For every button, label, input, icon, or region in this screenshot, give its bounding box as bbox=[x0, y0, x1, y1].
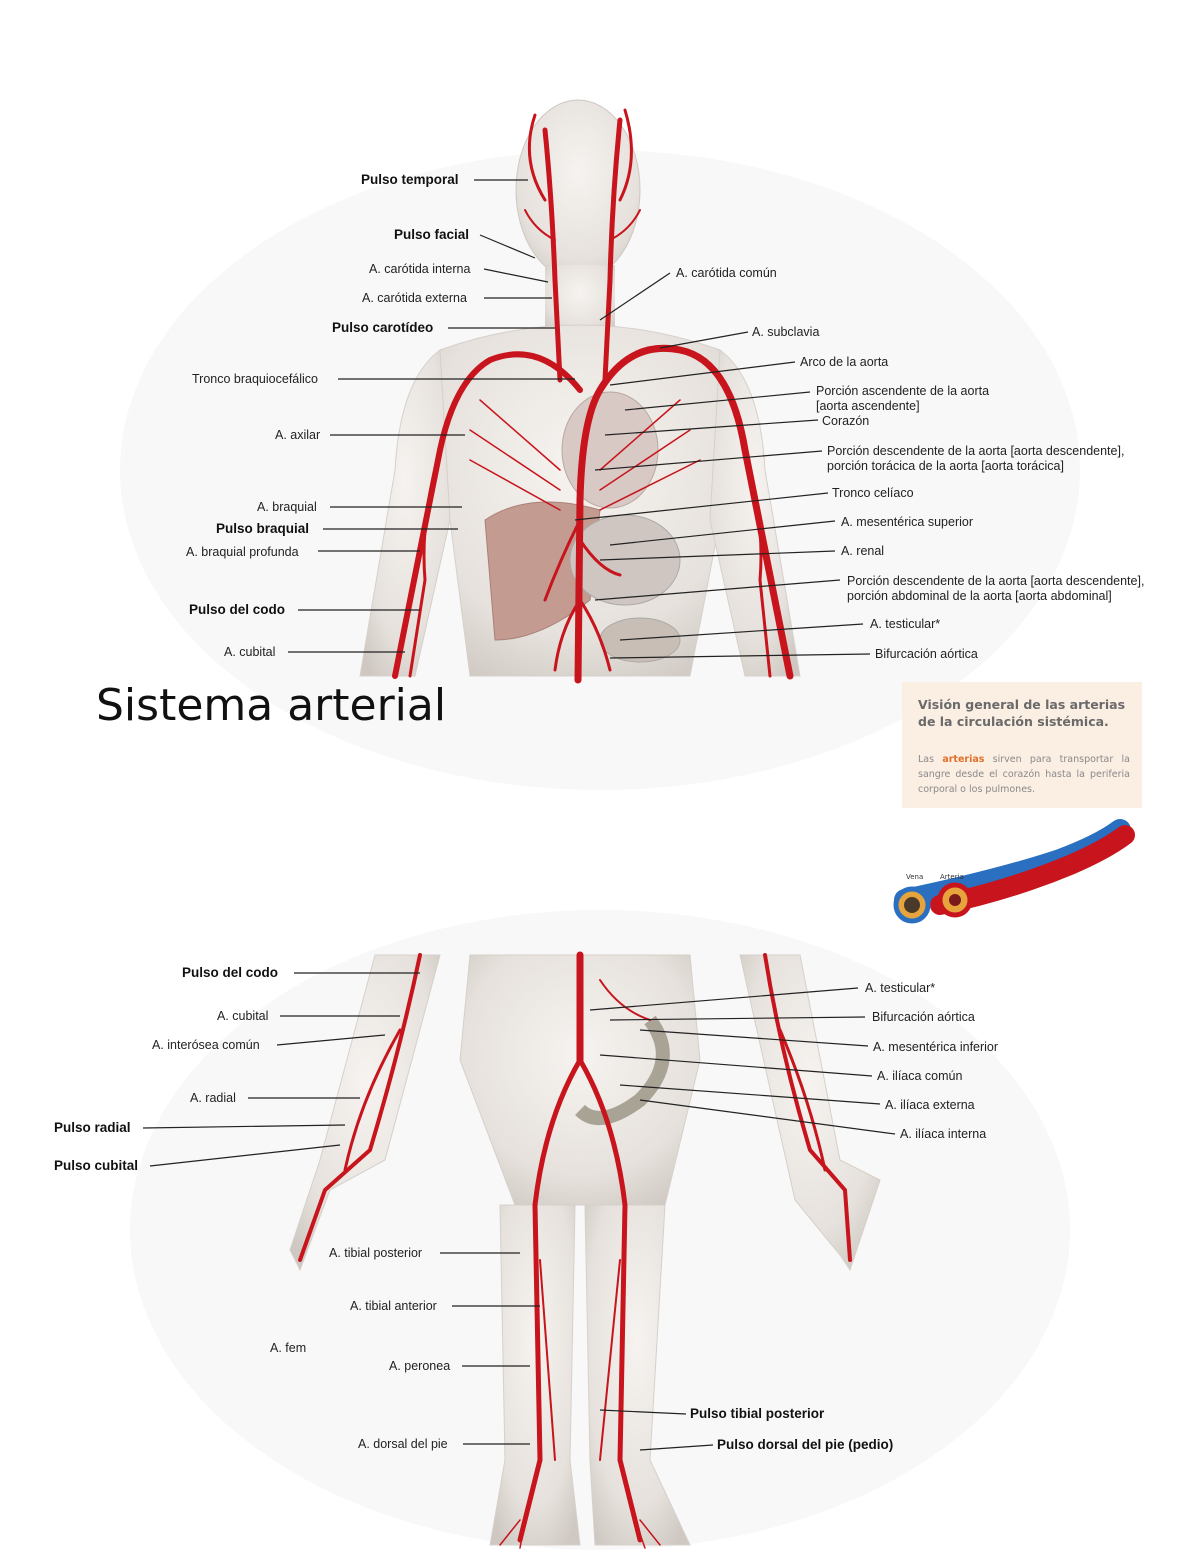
label-interosea-comun: A. interósea común bbox=[152, 1038, 260, 1052]
label-arco-aorta: Arco de la aorta bbox=[800, 355, 889, 369]
label-porcion-ascendente-2: [aorta ascendente] bbox=[816, 399, 920, 413]
label-pulso-braquial: Pulso braquial bbox=[216, 521, 310, 536]
info-box-body: Las arterias sirven para transportar la … bbox=[918, 752, 1130, 797]
label-peronea: A. peronea bbox=[389, 1359, 451, 1373]
info-box-body-before: Las bbox=[918, 754, 935, 765]
label-corazon: Corazón bbox=[822, 414, 870, 428]
label-iliaca-comun: A. ilíaca común bbox=[877, 1069, 963, 1083]
label-cubital: A. cubital bbox=[224, 645, 276, 659]
label-carotida-comun: A. carótida común bbox=[676, 266, 777, 280]
label-lower-cubital: A. cubital bbox=[217, 1009, 269, 1023]
label-desc-abdominal-1: Porción descendente de la aorta [aorta d… bbox=[847, 574, 1145, 588]
label-radial: A. radial bbox=[190, 1091, 236, 1105]
label-desc-abdominal-2: porción abdominal de la aorta [aorta abd… bbox=[847, 589, 1112, 603]
label-tibial-anterior: A. tibial anterior bbox=[350, 1299, 437, 1313]
lower-arteries bbox=[298, 951, 852, 1549]
label-pulso-temporal: Pulso temporal bbox=[361, 172, 459, 187]
label-desc-toracica-1: Porción descendente de la aorta [aorta d… bbox=[827, 444, 1125, 458]
label-carotida-externa: A. carótida externa bbox=[362, 291, 467, 305]
label-tronco-braquiocefalico: Tronco braquiocefálico bbox=[192, 372, 318, 386]
vein-artery-illustration bbox=[893, 819, 1135, 924]
label-iliaca-interna: A. ilíaca interna bbox=[900, 1127, 987, 1141]
label-pulso-carotideo: Pulso carotídeo bbox=[332, 320, 434, 335]
leader-lines-lower bbox=[142, 972, 896, 1451]
label-axilar: A. axilar bbox=[275, 428, 321, 442]
label-tronco-celiaco: Tronco celíaco bbox=[832, 486, 914, 500]
label-carotida-interna: A. carótida interna bbox=[369, 262, 471, 276]
label-desc-toracica-2: porción torácica de la aorta [aorta torá… bbox=[827, 459, 1064, 473]
label-mesenterica-superior: A. mesentérica superior bbox=[841, 515, 974, 529]
vein-label: Vena bbox=[906, 873, 924, 881]
info-box-heading: Visión general de las arterias de la cir… bbox=[918, 697, 1126, 729]
label-lower-pulso-codo: Pulso del codo bbox=[182, 965, 279, 980]
label-iliaca-externa: A. ilíaca externa bbox=[885, 1098, 975, 1112]
label-subclavia: A. subclavia bbox=[752, 325, 820, 339]
label-braquial-profunda: A. braquial profunda bbox=[186, 545, 299, 559]
label-pulso-codo: Pulso del codo bbox=[189, 602, 286, 617]
info-box: Visión general de las arterias de la cir… bbox=[902, 682, 1142, 808]
label-lower-testicular: A. testicular* bbox=[865, 981, 936, 995]
upper-arteries bbox=[392, 108, 794, 684]
label-lower-bifurcacion: Bifurcación aórtica bbox=[872, 1010, 975, 1024]
label-pulso-cubital: Pulso cubital bbox=[54, 1158, 139, 1173]
label-femoral-partial: A. fem bbox=[270, 1341, 307, 1355]
page-title: Sistema arterial bbox=[96, 680, 447, 731]
label-pulso-tibial-posterior: Pulso tibial posterior bbox=[690, 1406, 825, 1421]
label-renal: A. renal bbox=[841, 544, 885, 558]
label-dorsal-pie: A. dorsal del pie bbox=[358, 1437, 448, 1451]
label-porcion-ascendente-1: Porción ascendente de la aorta bbox=[816, 384, 990, 398]
leader-lines-upper bbox=[288, 179, 871, 659]
label-tibial-posterior: A. tibial posterior bbox=[329, 1246, 423, 1260]
label-bifurcacion: Bifurcación aórtica bbox=[875, 647, 978, 661]
info-box-highlight: arterias bbox=[942, 754, 985, 765]
artery-label: Arteria bbox=[940, 873, 964, 881]
info-box-body-after: sirven para transportar la sangre desde … bbox=[918, 754, 1130, 795]
label-braquial: A. braquial bbox=[257, 500, 317, 514]
label-pulso-radial: Pulso radial bbox=[54, 1120, 131, 1135]
label-pulso-facial: Pulso facial bbox=[394, 227, 470, 242]
label-testicular: A. testicular* bbox=[870, 617, 941, 631]
label-pulso-dorsal-pie: Pulso dorsal del pie (pedio) bbox=[717, 1437, 894, 1452]
label-mesenterica-inferior: A. mesentérica inferior bbox=[873, 1040, 999, 1054]
